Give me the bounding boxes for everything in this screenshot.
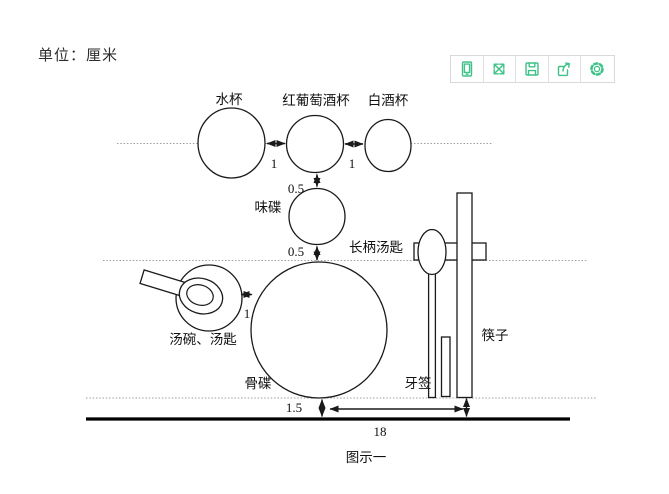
value-water-redwine: 1 xyxy=(271,156,278,171)
viewer-toolbar xyxy=(450,55,615,83)
value-soupbowl-boneplate: 1 xyxy=(244,306,251,321)
share-button[interactable] xyxy=(548,56,581,82)
label-bone-plate: 骨碟 xyxy=(245,376,272,391)
fullscreen-icon xyxy=(493,63,505,75)
water-cup-circle xyxy=(197,107,266,179)
chopsticks-shape xyxy=(456,192,473,399)
value-redwine-tastedish: 0.5 xyxy=(288,181,304,196)
toothpick-shape xyxy=(440,336,451,398)
gear-icon xyxy=(590,62,605,76)
fullscreen-button[interactable] xyxy=(483,56,516,82)
save-icon xyxy=(525,62,539,76)
label-chopsticks: 筷子 xyxy=(482,327,509,343)
value-redwine-whitewine: 1 xyxy=(349,156,356,171)
taste-dish-circle xyxy=(288,187,346,246)
settings-button[interactable] xyxy=(581,56,614,82)
red-wine-glass-circle xyxy=(285,114,345,174)
value-span-18: 18 xyxy=(374,424,387,439)
label-soup-bowl-spoon: 汤碗、汤匙 xyxy=(169,332,237,347)
long-spoon-bowl xyxy=(417,228,447,276)
white-wine-glass-circle xyxy=(364,118,412,173)
mobile-icon xyxy=(461,61,472,77)
figure-caption: 图示一 xyxy=(346,450,387,465)
value-tastedish-boneplate: 0.5 xyxy=(288,244,304,259)
unit-label: 单位：厘米 xyxy=(38,47,119,64)
value-boneplate-tableedge: 1.5 xyxy=(286,400,302,415)
mobile-preview-button[interactable] xyxy=(451,56,484,82)
share-icon xyxy=(558,62,571,77)
label-taste-dish: 味碟 xyxy=(255,200,282,215)
label-toothpick: 牙签 xyxy=(405,375,432,391)
label-water-cup: 水杯 xyxy=(216,92,243,107)
label-white-wine-glass: 白酒杯 xyxy=(368,93,409,108)
save-button[interactable] xyxy=(516,56,549,82)
soup-spoon-bowl-inner xyxy=(186,284,214,306)
label-red-wine-glass: 红葡萄酒杯 xyxy=(282,93,350,108)
label-long-handle-spoon: 长柄汤匙 xyxy=(349,240,403,255)
bone-plate-circle xyxy=(250,261,388,399)
